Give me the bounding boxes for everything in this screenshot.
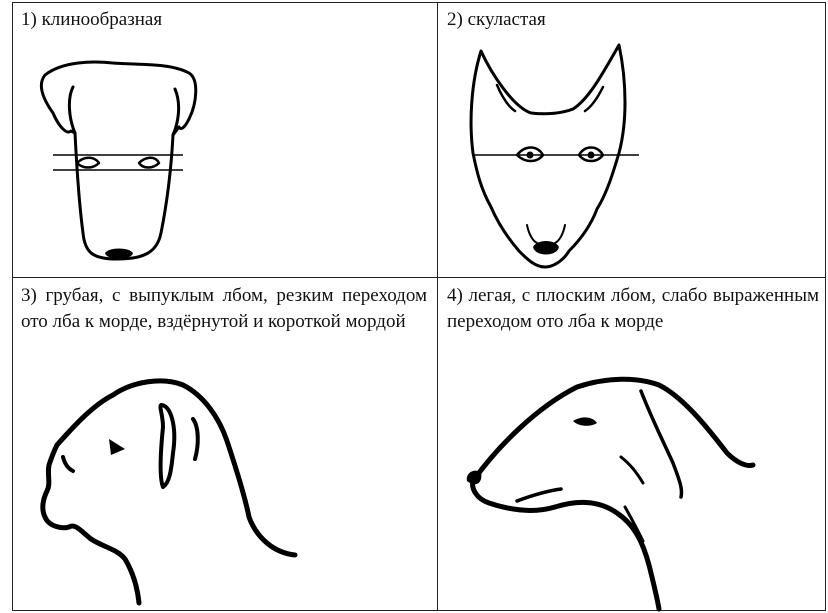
column-divider <box>437 3 438 610</box>
cheekbone-head-icon <box>469 43 639 269</box>
row-divider <box>13 277 825 278</box>
wedge-head-icon <box>39 60 198 261</box>
panel-caption: 1) клинообразная <box>21 9 163 30</box>
head-types-table: 1) клинообразная 2) скуластая <box>12 2 827 612</box>
panel-caption: 3) грубая, с выпуклым лбом, резким перех… <box>21 285 427 332</box>
panel-caption: 2) скуластая <box>447 9 546 30</box>
flat-head-icon <box>466 376 756 612</box>
panel-caption: 4) легая, с плоским лбом, слабо выраженн… <box>447 285 819 332</box>
panel-cheekbone: 2) скуластая <box>437 3 827 277</box>
panel-wedge: 1) клинообразная <box>13 3 437 277</box>
panel-rough: 3) грубая, с выпуклым лбом, резким перех… <box>13 277 437 612</box>
panel-flat: 4) легая, с плоским лбом, слабо выраженн… <box>437 277 827 612</box>
rough-head-icon <box>40 378 298 606</box>
